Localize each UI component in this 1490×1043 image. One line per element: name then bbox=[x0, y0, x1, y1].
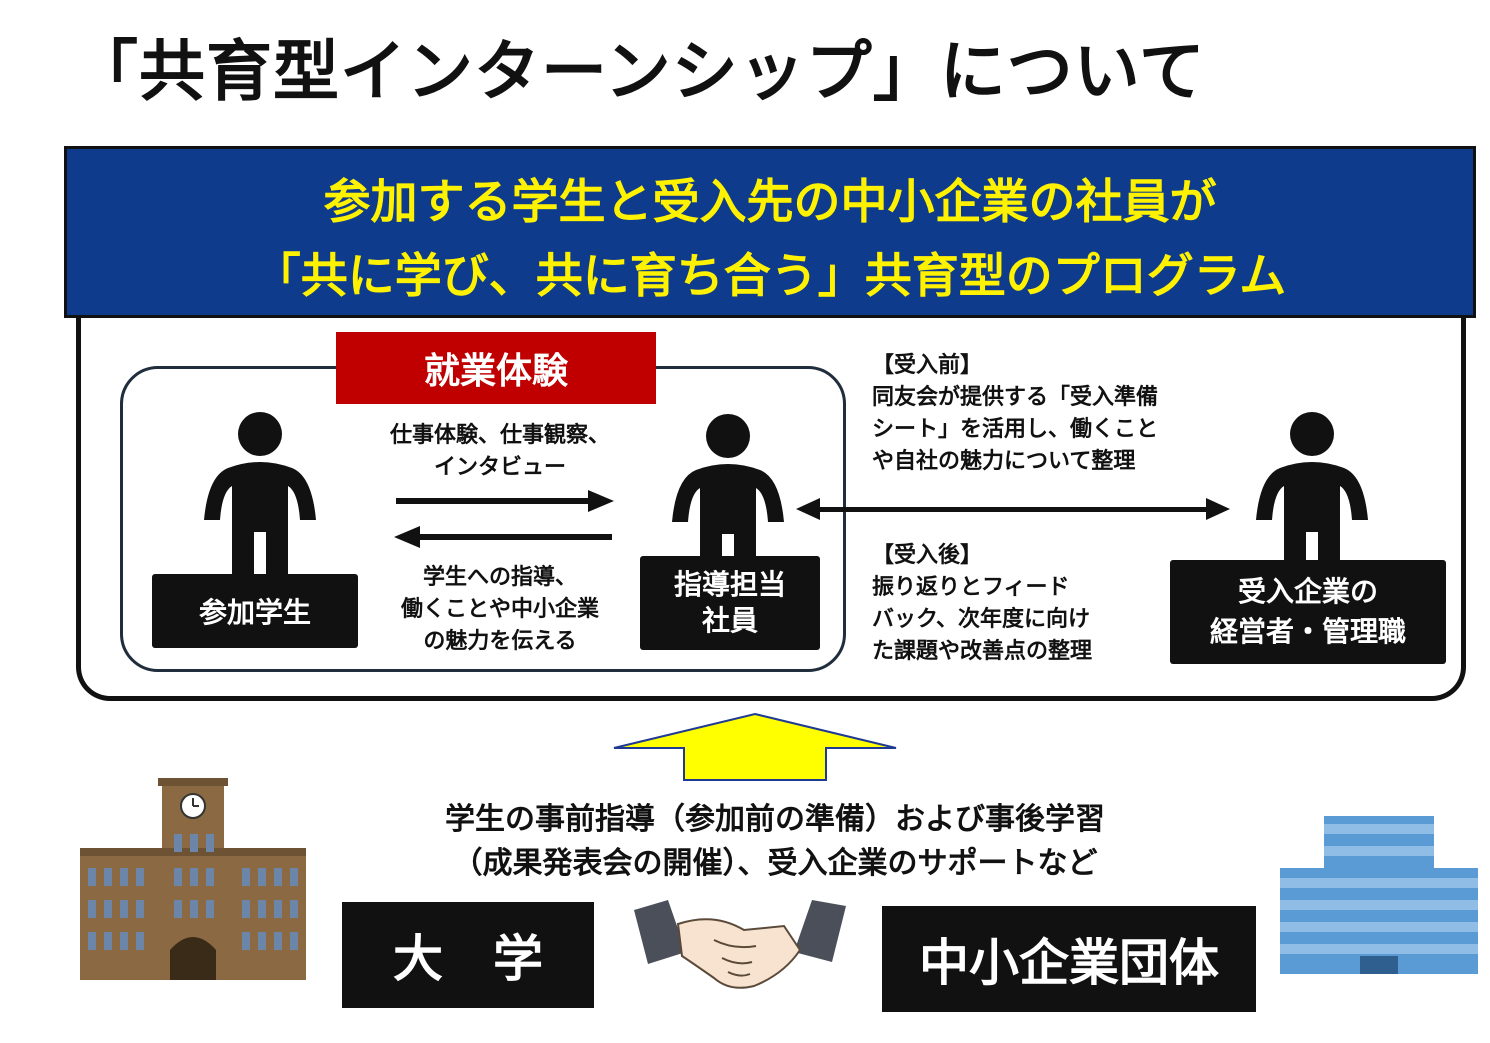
manager-label: 受入企業の 経営者・管理職 bbox=[1170, 560, 1446, 664]
person-icon bbox=[672, 414, 784, 580]
manager-label-line-2: 経営者・管理職 bbox=[1209, 615, 1406, 648]
banner-line-2: 「共に学び、共に育ち合う」共育型のプログラム bbox=[253, 249, 1287, 304]
guidance-text: 学生への指導、 働くことや中小企業 の魅力を伝える bbox=[370, 562, 630, 658]
banner-line-1: 参加する学生と受入先の中小企業の社員が bbox=[323, 175, 1217, 230]
guidance-line-2: 働くことや中小企業 bbox=[400, 597, 599, 622]
guidance-line-1: 学生への指導、 bbox=[422, 565, 577, 590]
before-heading: 【受入前】 bbox=[872, 353, 983, 378]
work-experience-label: 就業体験 bbox=[336, 332, 656, 404]
mentor-label-line-1: 指導担当 bbox=[673, 568, 786, 601]
mentor-label-line-2: 社員 bbox=[701, 604, 758, 637]
after-text: 【受入後】 振り返りとフィード バック、次年度に向け た課題や改善点の整理 bbox=[872, 540, 1092, 668]
before-line-2: シート」を活用し、働くこと bbox=[872, 417, 1159, 442]
activities-line-2: インタビュー bbox=[433, 455, 566, 480]
office-building-icon bbox=[1280, 816, 1478, 974]
handshake-icon bbox=[634, 900, 846, 989]
guidance-line-3: の魅力を伝える bbox=[423, 629, 577, 654]
program-banner: 参加する学生と受入先の中小企業の社員が 「共に学び、共に育ち合う」共育型のプログ… bbox=[64, 146, 1476, 318]
after-heading: 【受入後】 bbox=[872, 543, 983, 568]
university-building-icon bbox=[80, 778, 306, 980]
person-icon bbox=[1256, 412, 1368, 578]
university-label: 大 学 bbox=[342, 902, 594, 1008]
arrow-left-icon bbox=[394, 526, 612, 548]
person-icon bbox=[204, 412, 316, 578]
before-line-1: 同友会が提供する「受入準備 bbox=[872, 385, 1159, 410]
after-line-3: た課題や改善点の整理 bbox=[872, 639, 1093, 664]
support-line-2: （成果発表会の開催）、受入企業のサポートなど bbox=[452, 846, 1098, 881]
student-label: 参加学生 bbox=[152, 574, 358, 648]
activities-line-1: 仕事体験、仕事観察、 bbox=[389, 423, 610, 448]
double-arrow-icon bbox=[796, 498, 1230, 520]
before-line-3: や自社の魅力について整理 bbox=[872, 449, 1136, 474]
student-label-text: 参加学生 bbox=[198, 596, 311, 629]
support-line-1: 学生の事前指導（参加前の準備）および事後学習 bbox=[445, 802, 1105, 837]
sme-group-label: 中小企業団体 bbox=[882, 906, 1256, 1012]
up-arrow-icon bbox=[613, 712, 897, 781]
after-line-1: 振り返りとフィード bbox=[872, 575, 1070, 600]
program-frame bbox=[76, 296, 1466, 701]
mentor-label: 指導担当 社員 bbox=[640, 556, 820, 650]
page-title: 「共育型インターンシップ」について bbox=[72, 33, 1206, 110]
manager-label-line-1: 受入企業の bbox=[1237, 575, 1378, 608]
activities-text: 仕事体験、仕事観察、 インタビュー bbox=[360, 420, 640, 484]
arrow-right-icon bbox=[396, 490, 614, 512]
after-line-2: バック、次年度に向け bbox=[872, 607, 1091, 632]
support-text: 学生の事前指導（参加前の準備）および事後学習 （成果発表会の開催）、受入企業のサ… bbox=[340, 798, 1210, 886]
before-text: 【受入前】 同友会が提供する「受入準備 シート」を活用し、働くこと や自社の魅力… bbox=[872, 350, 1158, 478]
